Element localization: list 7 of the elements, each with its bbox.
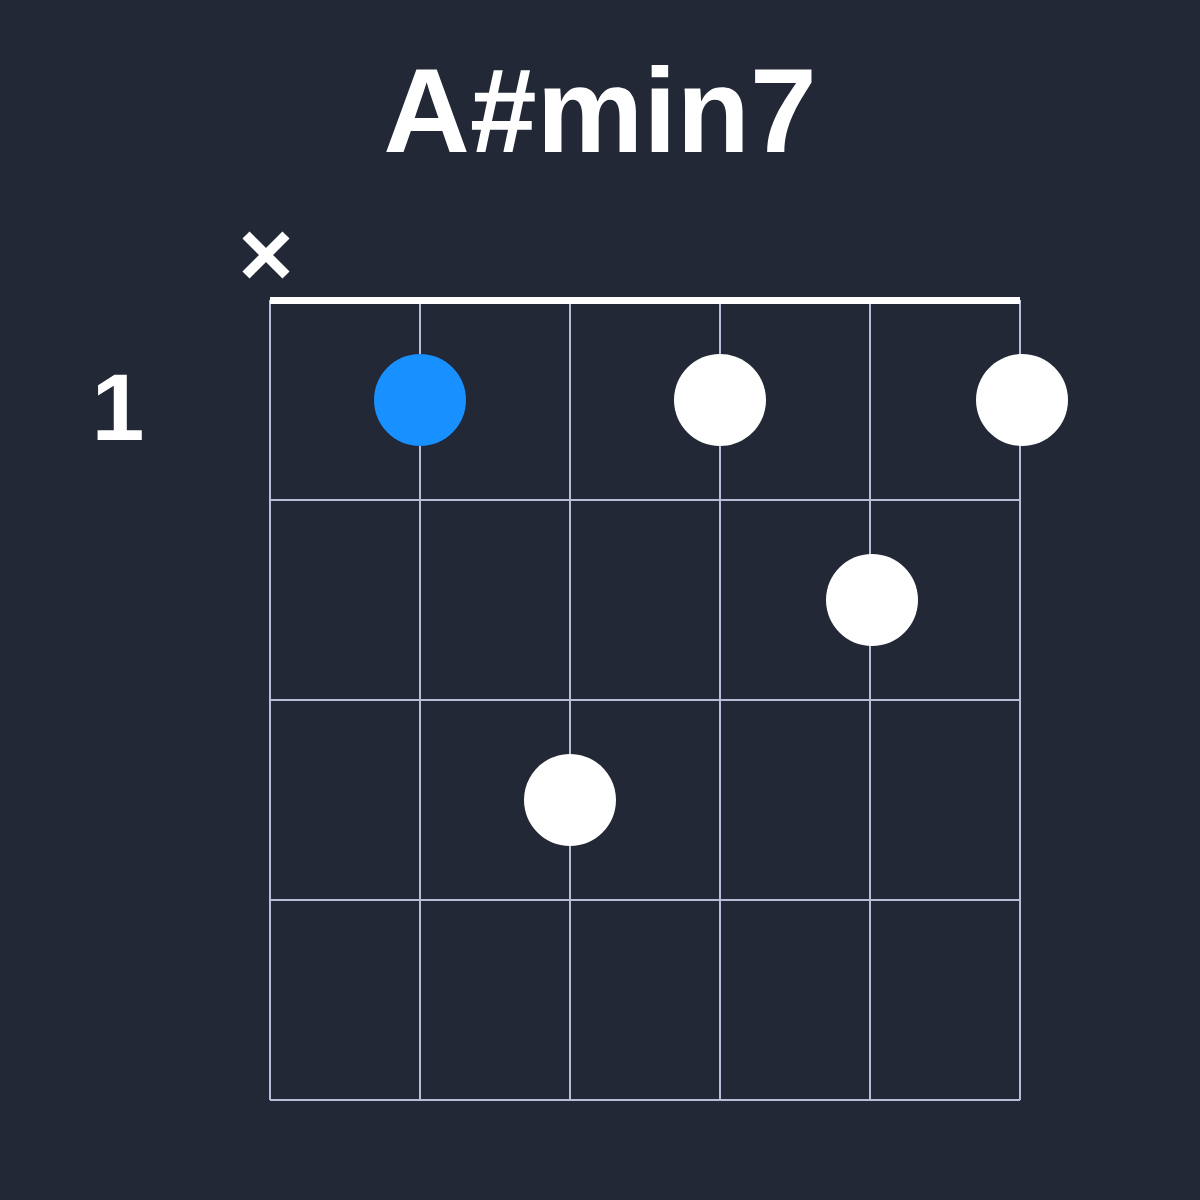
fret-number: 1 <box>97 374 142 440</box>
finger-dot <box>674 354 766 446</box>
chord-title: A#min7 <box>386 65 812 152</box>
finger-dot <box>826 554 918 646</box>
finger-dot <box>374 354 466 446</box>
finger-dot <box>524 754 616 846</box>
finger-dot <box>976 354 1068 446</box>
